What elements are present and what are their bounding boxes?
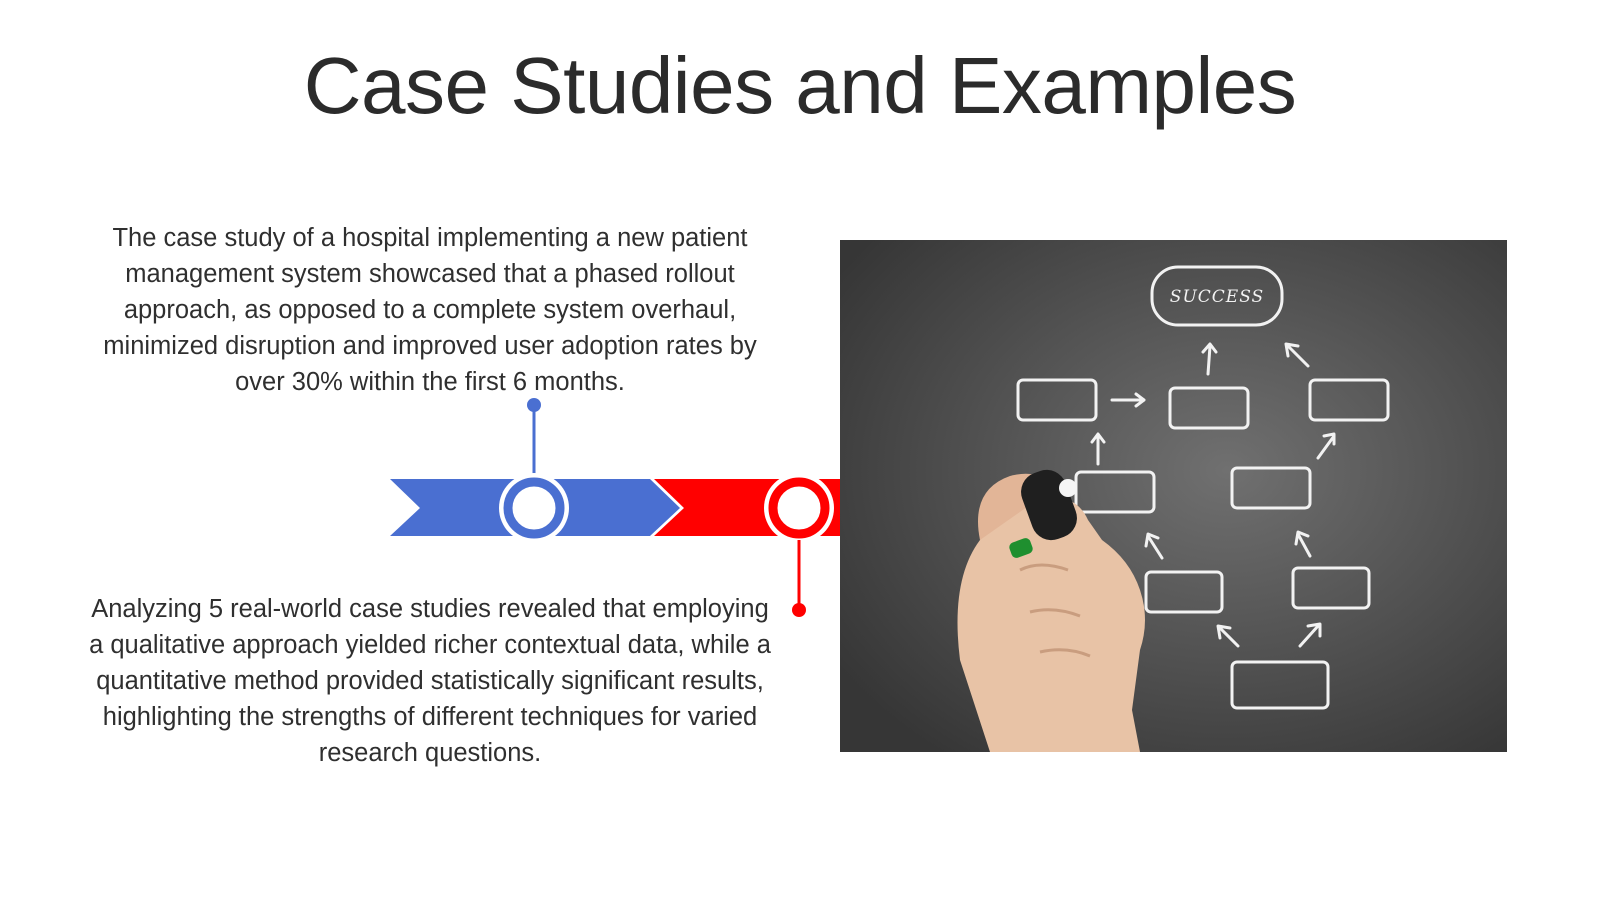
slide-title: Case Studies and Examples bbox=[303, 41, 1297, 130]
flow-box bbox=[1230, 660, 1330, 710]
timeline-dot-blue bbox=[527, 398, 541, 412]
flow-arrow bbox=[1110, 392, 1146, 408]
flow-arrow bbox=[1090, 432, 1106, 466]
hand-with-marker bbox=[957, 469, 1145, 752]
timeline-ring-blue-inner bbox=[503, 477, 565, 539]
success-label: SUCCESS bbox=[1170, 287, 1264, 307]
chalkboard-background bbox=[840, 240, 1507, 752]
flow-arrow bbox=[1294, 530, 1312, 558]
flow-arrow bbox=[1144, 532, 1164, 560]
timeline-dot-red bbox=[792, 603, 806, 617]
flow-arrow bbox=[1316, 432, 1336, 460]
flow-arrow bbox=[1201, 342, 1218, 376]
flow-box bbox=[1144, 570, 1224, 614]
flow-box bbox=[1230, 466, 1312, 510]
flow-box bbox=[1016, 378, 1098, 422]
flow-box bbox=[1308, 378, 1390, 422]
flow-arrow bbox=[1284, 342, 1310, 368]
flow-box bbox=[1291, 566, 1371, 610]
flow-arrow bbox=[1298, 622, 1322, 648]
case-study-text-top: The case study of a hospital implementin… bbox=[103, 224, 757, 396]
chalkboard-image: SUCCESS bbox=[840, 240, 1507, 752]
timeline-ring-red-inner bbox=[768, 477, 830, 539]
case-study-text-bottom: Analyzing 5 real-world case studies reve… bbox=[89, 595, 771, 767]
flow-arrow bbox=[1216, 624, 1240, 648]
success-box bbox=[1150, 265, 1284, 327]
flow-box bbox=[1168, 386, 1250, 430]
